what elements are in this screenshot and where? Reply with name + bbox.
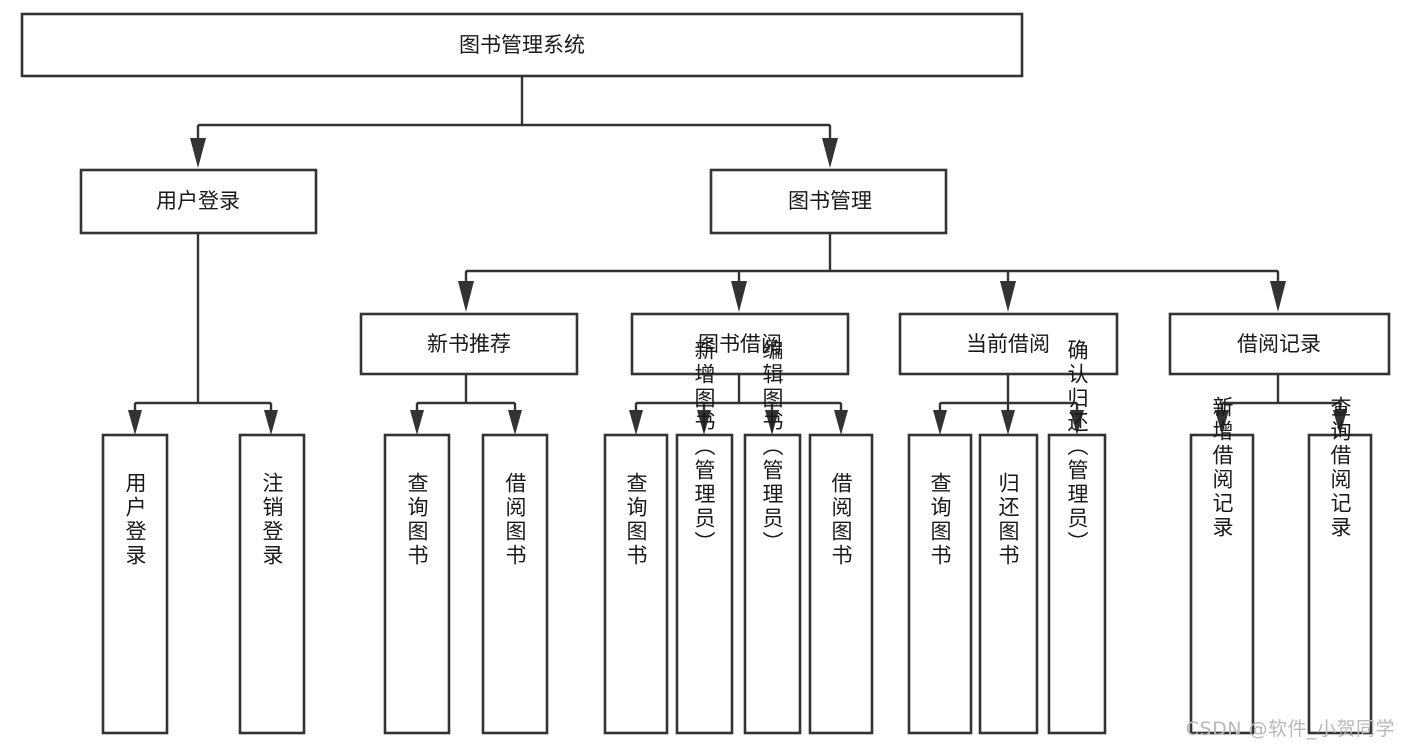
leaf-box-bookborrow-query-book[interactable]	[603, 433, 669, 735]
node-box-current-borrow[interactable]	[898, 312, 1119, 376]
connector-group-current-borrow	[933, 374, 1084, 435]
node-borrow-record[interactable]: 借阅记录	[1168, 312, 1391, 376]
leaf-box-bookborrow-edit-book[interactable]	[743, 433, 802, 735]
arrow-head-newbook-borrow	[508, 410, 522, 435]
node-box-book-borrow[interactable]	[630, 312, 850, 376]
connector-group-user-login	[128, 233, 278, 435]
arrow-head-new-book	[458, 281, 474, 312]
leaf-box-newbook-borrow-book[interactable]	[481, 433, 549, 735]
leaf-node-currentborrow-return-book[interactable]: 归还图书	[978, 433, 1039, 735]
leaf-node-bookborrow-edit-book[interactable]: 编辑图书（管理员）	[743, 339, 802, 735]
leaf-box-borrowrecord-add[interactable]	[1189, 433, 1255, 735]
node-box-borrow-record[interactable]	[1168, 312, 1391, 376]
node-current-borrow[interactable]: 当前借阅	[898, 312, 1119, 376]
leaf-node-newbook-borrow-book[interactable]: 借阅图书	[481, 433, 549, 735]
leaf-node-currentborrow-query-book[interactable]: 查询图书	[907, 433, 973, 735]
node-label-current-borrow: 当前借阅	[966, 332, 1050, 356]
leaf-label-currentborrow-return-book: 归还图书	[996, 472, 1020, 568]
leaf-label-newbook-borrow-book: 借阅图书	[503, 472, 527, 568]
leaf-box-bookborrow-lend-book[interactable]	[808, 433, 874, 735]
leaf-box-currentborrow-query-book[interactable]	[907, 433, 973, 735]
leaf-node-user-login-action[interactable]: 用户登录	[101, 433, 169, 735]
arrow-head-user-login	[190, 138, 206, 168]
arrow-head-currentborrow-query	[933, 410, 947, 435]
leaf-label-currentborrow-confirm-return: 确认归还（管理员）	[1065, 339, 1089, 555]
leaf-box-bookborrow-add-book[interactable]	[675, 433, 734, 735]
node-box-new-book-recommend[interactable]	[359, 312, 579, 376]
leaf-box-user-login-action[interactable]	[101, 433, 169, 735]
leaf-box-currentborrow-return-book[interactable]	[978, 433, 1039, 735]
leaf-box-logout[interactable]	[238, 433, 306, 735]
arrow-head-borrowrecord-query	[1333, 410, 1347, 435]
arrow-head-book-mgmt	[822, 138, 838, 168]
node-box-book-management[interactable]	[709, 168, 948, 235]
leaf-box-currentborrow-confirm-return[interactable]	[1047, 433, 1107, 735]
leaf-label-bookborrow-query-book: 查询图书	[624, 472, 648, 568]
node-label-user-login: 用户登录	[156, 189, 240, 213]
node-label-root: 图书管理系统	[459, 33, 585, 57]
arrow-head-borrowrecord-add	[1215, 410, 1229, 435]
leaf-node-bookborrow-lend-book[interactable]: 借阅图书	[808, 433, 874, 735]
arrow-head-currentborrow-return	[1001, 410, 1015, 435]
leaf-node-currentborrow-confirm-return[interactable]: 确认归还（管理员）	[1047, 339, 1107, 735]
node-root-system[interactable]: 图书管理系统	[20, 12, 1024, 78]
node-book-management[interactable]: 图书管理	[709, 168, 948, 235]
node-label-new-book-recommend: 新书推荐	[427, 332, 511, 356]
node-box-user-login[interactable]	[79, 168, 318, 235]
arrow-head-bookborrow-edit	[765, 410, 779, 435]
leaf-label-bookborrow-lend-book: 借阅图书	[829, 472, 853, 568]
leaf-node-borrowrecord-add[interactable]: 新增借阅记录	[1189, 396, 1255, 735]
arrow-head-bookborrow-add	[697, 410, 711, 435]
connector-group-root	[190, 76, 838, 168]
leaf-label-bookborrow-add-book: 新增图书（管理员）	[692, 339, 716, 555]
csdn-watermark: CSDN @软件_小贺同学	[1185, 718, 1395, 740]
arrow-head-bookborrow-lend	[834, 410, 848, 435]
connector-group-borrow-record	[1215, 374, 1347, 435]
leaf-node-newbook-query-book[interactable]: 查询图书	[383, 433, 451, 735]
leaf-label-bookborrow-edit-book: 编辑图书（管理员）	[760, 339, 784, 555]
node-label-borrow-record: 借阅记录	[1237, 332, 1321, 356]
arrow-head-leaf-logout	[264, 410, 278, 435]
node-user-login[interactable]: 用户登录	[79, 168, 318, 235]
arrow-head-current-borrow	[1000, 281, 1016, 312]
arrow-head-borrow-record	[1270, 281, 1286, 312]
arrow-head-currentborrow-confirm	[1070, 410, 1084, 435]
node-new-book-recommend[interactable]: 新书推荐	[359, 312, 579, 376]
node-book-borrow[interactable]: 图书借阅	[630, 312, 850, 376]
node-label-book-management: 图书管理	[788, 189, 872, 213]
arrow-head-book-borrow	[731, 281, 747, 312]
connector-group-new-book	[410, 374, 522, 435]
node-label-book-borrow: 图书借阅	[698, 332, 782, 356]
leaf-box-borrowrecord-query[interactable]	[1307, 433, 1373, 735]
arrow-head-newbook-query	[410, 410, 424, 435]
leaf-label-borrowrecord-query: 查询借阅记录	[1328, 396, 1352, 540]
connector-group-book-borrow	[629, 374, 848, 435]
leaf-node-bookborrow-query-book[interactable]: 查询图书	[603, 433, 669, 735]
leaf-label-currentborrow-query-book: 查询图书	[928, 472, 952, 568]
connector-group-book-mgmt	[458, 233, 1286, 312]
leaf-node-bookborrow-add-book[interactable]: 新增图书（管理员）	[675, 339, 734, 735]
leaf-node-borrowrecord-query[interactable]: 查询借阅记录	[1307, 396, 1373, 735]
leaf-node-logout[interactable]: 注销登录	[238, 433, 306, 735]
arrow-head-bookborrow-query	[629, 410, 643, 435]
node-box-root[interactable]	[20, 12, 1024, 78]
leaf-label-newbook-query-book: 查询图书	[405, 472, 429, 568]
arrow-head-leaf-user-login	[128, 410, 142, 435]
leaf-label-user-login-action: 用户登录	[123, 472, 147, 568]
leaf-label-borrowrecord-add: 新增借阅记录	[1210, 396, 1234, 540]
leaf-box-newbook-query-book[interactable]	[383, 433, 451, 735]
leaf-label-logout: 注销登录	[260, 472, 284, 568]
